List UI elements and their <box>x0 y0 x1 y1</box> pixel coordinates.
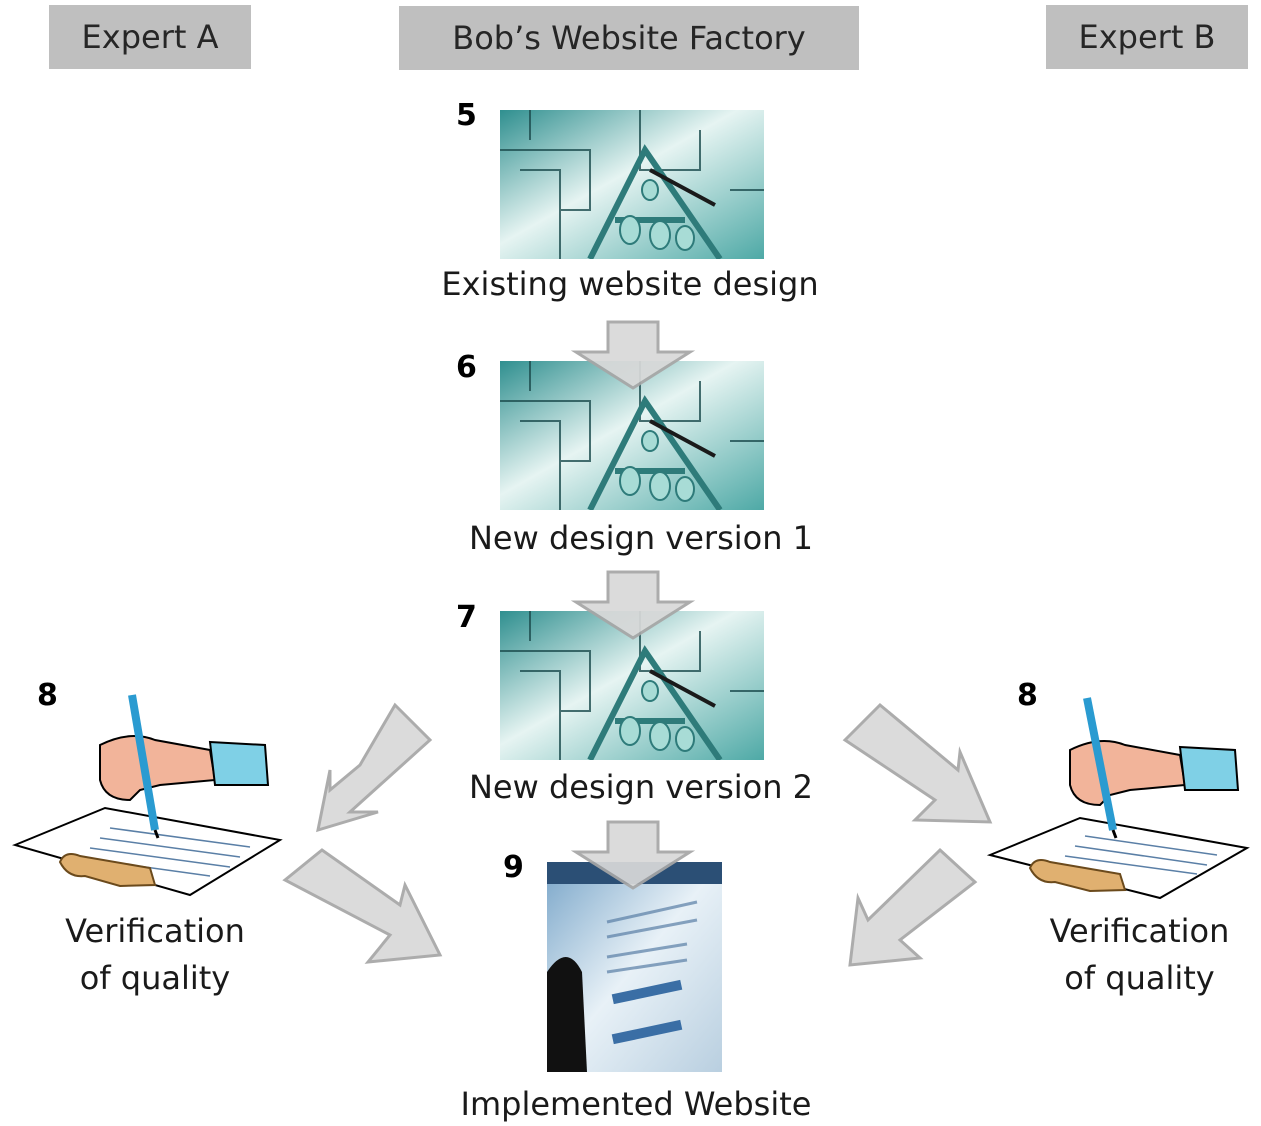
blueprint-image-step5 <box>500 110 764 259</box>
step-number-6: 6 <box>456 350 477 385</box>
step-number-8-right: 8 <box>1017 678 1038 713</box>
caption-existing-design: Existing website design <box>441 265 819 303</box>
caption-new-design-v1: New design version 1 <box>468 519 814 557</box>
pen-icon <box>128 694 159 831</box>
caption-verification-right-line1: Verification <box>1049 912 1230 950</box>
diag-arrow-left-expert-to-site <box>282 848 443 964</box>
diag-arrow-to-right-expert <box>842 702 993 824</box>
diag-arrow-to-left-expert <box>316 702 433 833</box>
caption-implemented-website: Implemented Website <box>460 1085 812 1123</box>
caption-verification-left-line1: Verification <box>65 912 245 950</box>
signing-hand-icon-left <box>11 694 283 897</box>
caption-verification-left-line2: of quality <box>79 959 231 997</box>
step-number-7: 7 <box>456 600 477 635</box>
step-number-9: 9 <box>503 850 524 885</box>
down-arrow-7-9 <box>570 820 696 890</box>
down-arrow-5-6 <box>570 320 696 390</box>
caption-verification-right-line2: of quality <box>1064 959 1215 997</box>
caption-new-design-v2: New design version 2 <box>468 768 814 806</box>
expert-b-header: Expert B <box>1046 5 1248 69</box>
step-number-8-left: 8 <box>37 678 58 713</box>
factory-header: Bob’s Website Factory <box>399 6 859 70</box>
caption-verification-left: Verification of quality <box>30 908 280 1002</box>
key-icon <box>58 853 157 888</box>
signing-hand-icon-right <box>986 697 1250 900</box>
caption-verification-right: Verification of quality <box>1018 908 1261 1002</box>
down-arrow-6-7 <box>570 570 696 640</box>
diag-arrow-right-expert-to-site <box>848 847 978 967</box>
step-number-5: 5 <box>456 98 477 133</box>
expert-a-header: Expert A <box>49 5 251 69</box>
